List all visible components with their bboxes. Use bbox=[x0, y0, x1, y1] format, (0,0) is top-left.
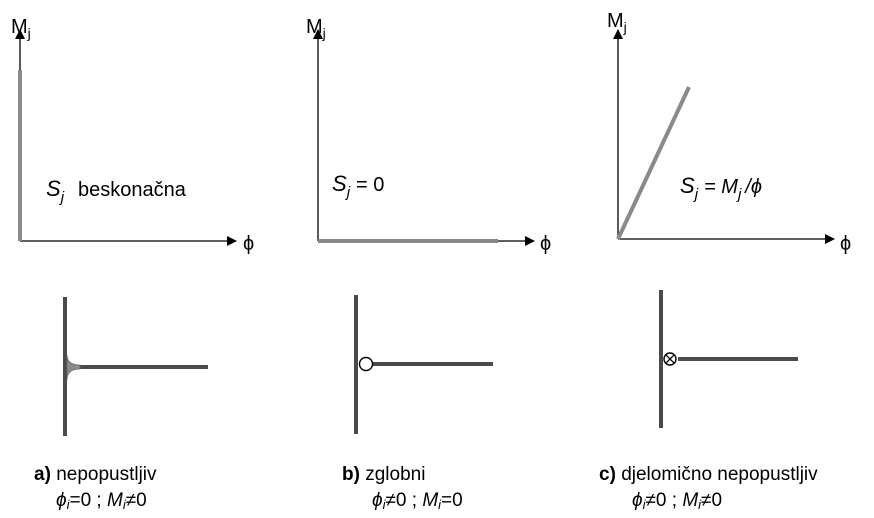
condition-a: ϕi=0 ; Mi≠0 bbox=[56, 490, 147, 512]
x-axis-label-c: ϕ bbox=[840, 233, 851, 255]
joint-a bbox=[63, 297, 208, 436]
y-axis-label-b: Mj bbox=[306, 16, 326, 41]
caption-c-text: djelomično nepopustljiv bbox=[621, 464, 818, 485]
caption-a-letter: a) bbox=[34, 464, 51, 485]
graph-c: Mj ϕ Sj= Mj/ϕ bbox=[607, 10, 851, 255]
joint-c bbox=[659, 290, 798, 428]
caption-b-letter: b) bbox=[342, 464, 360, 485]
caption-c-letter: c) bbox=[599, 464, 616, 485]
condition-b: ϕi≠0 ; Mi=0 bbox=[372, 490, 463, 512]
stiffness-label-b: Sj= 0 bbox=[332, 171, 384, 201]
caption-c: c) djelomično nepopustljiv bbox=[599, 464, 818, 486]
caption-a: a) nepopustljiv bbox=[34, 464, 157, 486]
spring-hinge-icon bbox=[663, 352, 677, 366]
x-axis-label-a: ϕ bbox=[243, 233, 254, 255]
caption-a-text: nepopustljiv bbox=[56, 464, 157, 485]
caption-b-text: zglobni bbox=[365, 464, 426, 485]
y-axis-label-c: Mj bbox=[607, 10, 627, 35]
stiffness-label-c: Sj= Mj/ϕ bbox=[680, 173, 762, 203]
hinge-circle-icon bbox=[358, 356, 374, 372]
caption-b: b) zglobni bbox=[342, 464, 425, 486]
rigid-fillet-icon bbox=[66, 354, 81, 381]
condition-c: ϕi≠0 ; Mi≠0 bbox=[632, 490, 723, 512]
curve-c-linear bbox=[616, 86, 691, 240]
joint-b bbox=[354, 295, 493, 434]
y-axis-label-a: Mj bbox=[11, 16, 31, 41]
x-axis-label-b: ϕ bbox=[540, 233, 551, 255]
graph-b: Mj ϕ Sj= 0 bbox=[306, 16, 551, 255]
